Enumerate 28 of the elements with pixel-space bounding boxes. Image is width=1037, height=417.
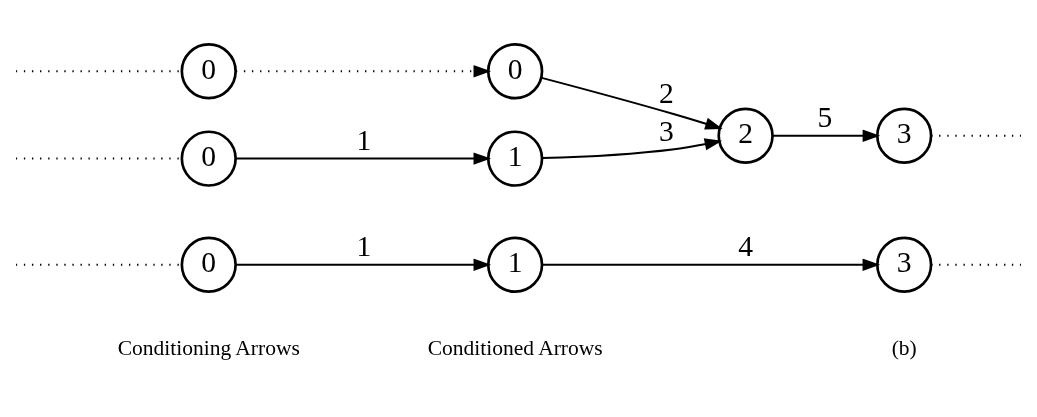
- arrow: [236, 151, 492, 165]
- node-circle: 1: [486, 129, 544, 187]
- connector: [16, 263, 182, 266]
- edge-label: 3: [658, 114, 674, 147]
- node-circle: 0: [180, 236, 237, 293]
- arrow: [542, 258, 881, 271]
- connector: [16, 69, 182, 72]
- edge-label: 1: [356, 229, 372, 262]
- arrow: [772, 129, 881, 142]
- label: (b): [891, 335, 917, 360]
- arrow: [542, 137, 723, 159]
- edge-label: 2: [658, 76, 674, 109]
- arrow: [236, 64, 492, 77]
- node-circle: 3: [875, 236, 933, 293]
- node-circle: 0: [180, 42, 237, 99]
- label: Conditioning Arrows: [117, 335, 300, 360]
- edge-label: 5: [817, 100, 833, 133]
- arrow: [541, 76, 723, 130]
- node-circle: 2: [717, 107, 774, 164]
- edge-label: 4: [738, 229, 754, 262]
- arrow: [236, 258, 492, 271]
- connector: [16, 157, 182, 160]
- edge-label: 1: [356, 123, 372, 156]
- node-circle: 3: [875, 107, 933, 164]
- node-circle: 0: [486, 42, 544, 99]
- node-circle: 0: [180, 129, 237, 187]
- node-circle: 1: [486, 236, 544, 293]
- label: Conditioned Arrows: [427, 335, 603, 360]
